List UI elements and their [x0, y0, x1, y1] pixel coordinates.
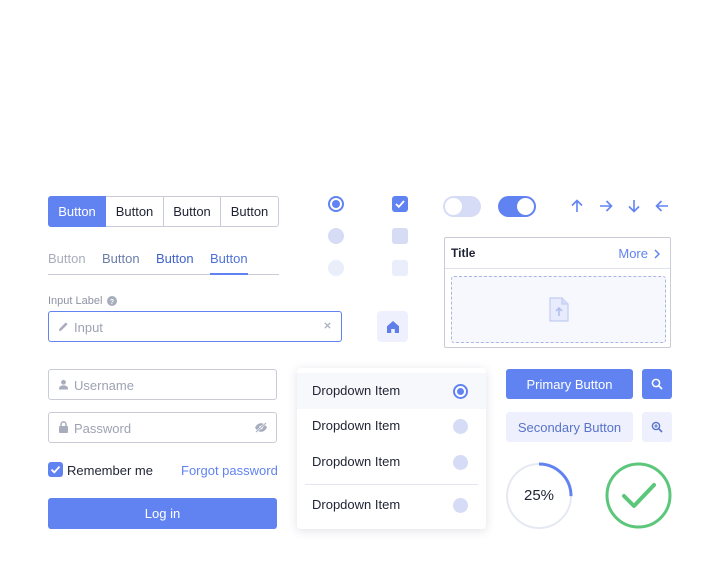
home-button[interactable] — [377, 311, 408, 342]
zoom-in-button[interactable] — [642, 412, 672, 442]
file-upload-icon — [549, 297, 569, 322]
dropdown-item-label: Dropdown Item — [312, 383, 401, 398]
pencil-icon — [58, 321, 69, 332]
input-label-row: Input Label ? — [48, 295, 118, 307]
dropdown-item-label: Dropdown Item — [312, 454, 401, 469]
toggle-knob — [517, 198, 534, 215]
checkbox-unchecked[interactable] — [392, 228, 408, 244]
remember-checkbox[interactable] — [48, 462, 63, 477]
input-label: Input Label — [48, 295, 103, 307]
forgot-password-link[interactable]: Forgot password — [181, 463, 278, 478]
toggle-on[interactable] — [498, 196, 536, 217]
search-icon — [651, 378, 663, 390]
eye-off-icon[interactable] — [254, 422, 268, 433]
arrow-right-icon[interactable] — [599, 199, 613, 213]
dropdown-item-3[interactable]: Dropdown Item — [297, 444, 486, 480]
radio-unselected[interactable] — [328, 228, 344, 244]
dropdown-item-1[interactable]: Dropdown Item — [297, 373, 486, 409]
checkmark-icon — [48, 462, 63, 477]
checkbox-checked[interactable] — [392, 196, 408, 212]
segment-button-4[interactable]: Button — [220, 196, 279, 227]
radio-selected[interactable] — [328, 196, 344, 212]
checkbox-disabled — [392, 260, 408, 276]
lock-icon — [58, 421, 69, 433]
help-icon[interactable]: ? — [107, 296, 118, 306]
home-icon — [386, 320, 400, 334]
dropdown-item-4[interactable]: Dropdown Item — [297, 487, 486, 523]
card-more-label: More — [618, 246, 648, 261]
card: Title More — [444, 237, 671, 348]
zoom-in-icon — [651, 421, 663, 433]
success-indicator — [605, 462, 672, 529]
radio-dot — [332, 200, 340, 208]
primary-button[interactable]: Primary Button — [506, 369, 633, 399]
tab-2[interactable]: Button — [102, 251, 140, 266]
card-title: Title — [451, 246, 476, 260]
text-input[interactable]: Input — [48, 311, 342, 342]
dropdown-item-label: Dropdown Item — [312, 418, 401, 433]
segment-button-1[interactable]: Button — [48, 196, 106, 227]
checkmark-icon — [392, 196, 408, 212]
username-field[interactable]: Username — [48, 369, 277, 400]
progress-ring-graphic — [505, 462, 573, 530]
tab-bar: Button Button Button Button — [48, 251, 279, 275]
dropdown-divider — [305, 484, 478, 485]
dropdown-radio — [453, 498, 468, 513]
search-button[interactable] — [642, 369, 672, 399]
progress-ring: 25% — [505, 462, 573, 530]
progress-label: 25% — [523, 487, 555, 504]
login-button[interactable]: Log in — [48, 498, 277, 529]
card-more-link[interactable]: More — [618, 246, 660, 261]
arrow-down-icon[interactable] — [627, 199, 641, 213]
clear-icon[interactable] — [323, 321, 332, 330]
dropdown-radio — [453, 455, 468, 470]
toggle-off[interactable] — [443, 196, 481, 217]
secondary-button[interactable]: Secondary Button — [506, 412, 633, 442]
chevron-right-icon — [654, 248, 660, 259]
tab-3[interactable]: Button — [156, 251, 194, 266]
svg-text:?: ? — [110, 299, 114, 306]
check-circle-icon — [605, 462, 672, 529]
arrow-left-icon[interactable] — [655, 199, 669, 213]
password-placeholder: Password — [74, 421, 132, 436]
toggle-knob — [445, 198, 462, 215]
tab-4-active[interactable]: Button — [210, 251, 248, 275]
dropdown-item-2[interactable]: Dropdown Item — [297, 408, 486, 444]
tab-1[interactable]: Button — [48, 251, 86, 266]
input-placeholder: Input — [74, 320, 103, 335]
username-placeholder: Username — [74, 378, 134, 393]
remember-label: Remember me — [67, 463, 153, 478]
segment-button-2[interactable]: Button — [106, 196, 164, 227]
user-icon — [58, 379, 69, 390]
dropdown-radio-selected — [453, 384, 468, 399]
card-header: Title More — [445, 238, 670, 269]
dropdown-radio — [453, 419, 468, 434]
file-upload-dropzone[interactable] — [451, 276, 666, 343]
dropdown-menu: Dropdown Item Dropdown Item Dropdown Ite… — [297, 368, 486, 529]
progress-arc — [505, 462, 573, 530]
password-field[interactable]: Password — [48, 412, 277, 443]
radio-disabled — [328, 260, 344, 276]
arrow-up-icon[interactable] — [570, 199, 584, 213]
segment-button-3[interactable]: Button — [163, 196, 221, 227]
dropdown-item-label: Dropdown Item — [312, 497, 401, 512]
